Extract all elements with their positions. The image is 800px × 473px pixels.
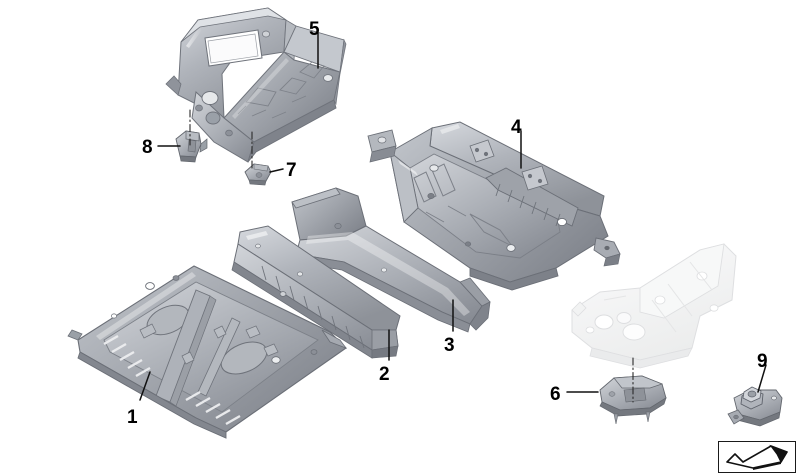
callout-leader-lines <box>139 32 767 401</box>
part-3-rear-seat-cross-member <box>291 187 491 333</box>
callout-number-7: 7 <box>286 160 297 181</box>
callout-number-6: 6 <box>550 384 561 405</box>
part-7-bracket-small <box>244 163 272 186</box>
callout-number-3: 3 <box>444 335 455 356</box>
part-9-threaded-plate-with-nut <box>727 386 783 427</box>
part-4-luggage-compartment-floor <box>367 121 621 291</box>
callout-number-2: 2 <box>379 364 390 385</box>
callout-number-1: 1 <box>127 407 138 428</box>
callout-number-8: 8 <box>142 137 153 158</box>
ghost-reference-body-structure <box>571 243 737 369</box>
part-8-bracket-left <box>175 130 208 163</box>
leader-7 <box>269 168 284 173</box>
leader-9 <box>757 364 767 393</box>
part-2-side-member-reinforcement <box>231 225 401 359</box>
leader-1 <box>139 371 151 401</box>
callout-number-4: 4 <box>511 117 522 138</box>
part-1-rear-floor-panel <box>67 265 348 439</box>
sheet-metal-part-icon <box>726 444 788 470</box>
callout-number-9: 9 <box>757 351 768 372</box>
assembly-alignment-markers <box>189 109 634 403</box>
callout-number-5: 5 <box>309 19 320 40</box>
part-5-wheel-arch-inner-panel <box>165 7 347 163</box>
sheet-metal-symbol-box <box>718 441 796 473</box>
